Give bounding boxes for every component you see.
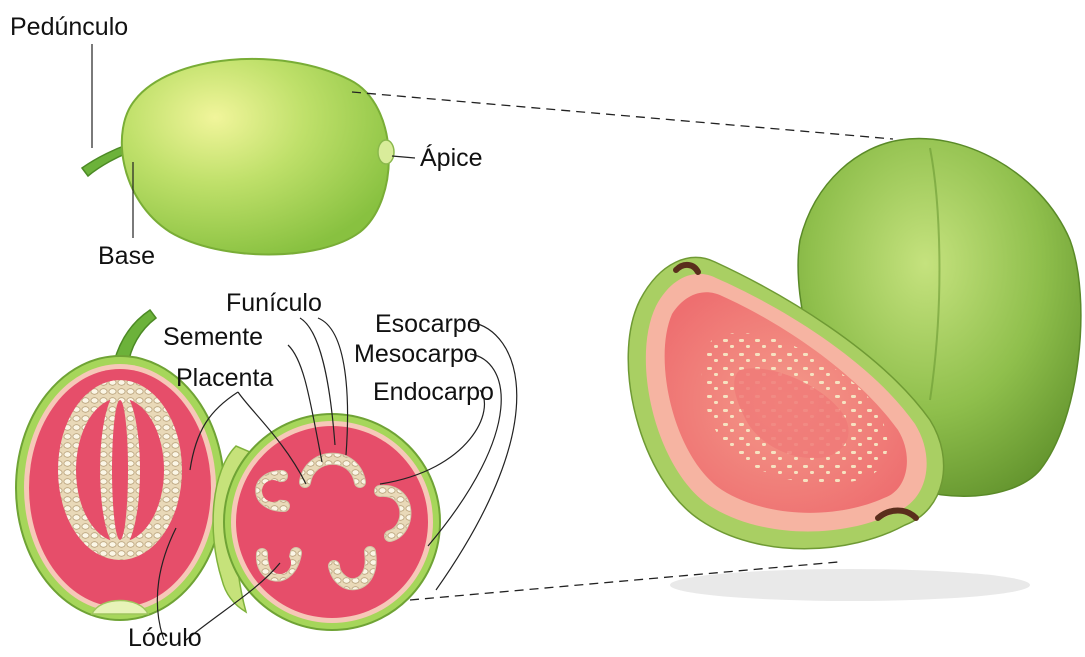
label-exocarp: Esocarpo (375, 312, 481, 337)
label-peduncle: Pedúnculo (10, 15, 128, 40)
whole-guava (82, 59, 394, 255)
label-funiculus: Funículo (226, 291, 322, 316)
label-placenta: Placenta (176, 366, 273, 391)
longitudinal-section (16, 310, 224, 620)
label-base: Base (98, 244, 155, 269)
label-mesocarp: Mesocarpo (354, 342, 478, 367)
label-seed: Semente (163, 325, 263, 350)
cross-section (213, 414, 440, 630)
label-endocarp: Endocarpo (373, 380, 494, 405)
label-locule: Lóculo (128, 626, 202, 651)
guava-photo (628, 138, 1081, 601)
label-apex: Ápice (420, 146, 483, 171)
